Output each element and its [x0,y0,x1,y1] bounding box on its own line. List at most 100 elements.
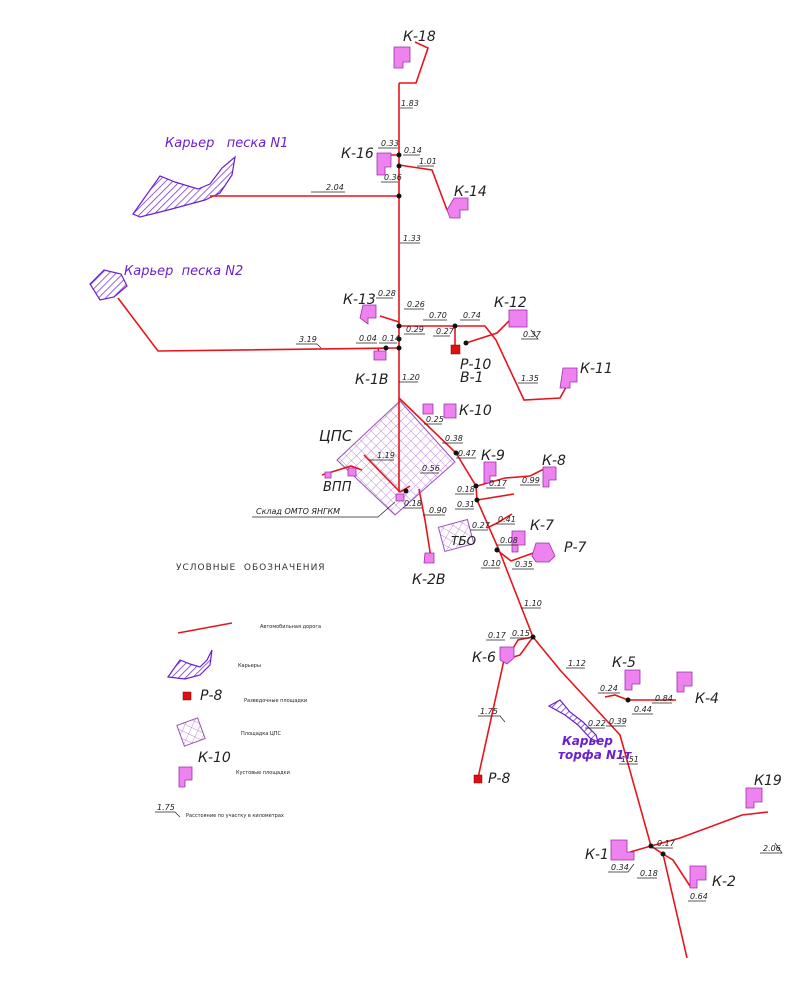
tbo-label: ТБО [451,534,476,548]
legend-pad-text: Кустовые площадки [236,770,290,776]
legend-dump-label: Р-8 [200,688,222,704]
legend-quarry-symbol [166,649,213,680]
cps-label: ЦПС [319,427,353,445]
pad-label: К-13 [343,292,376,308]
svg-text:0.33: 0.33 [381,139,399,148]
legend-distance-leader [155,811,181,818]
legend-pad-label: К-10 [198,750,231,766]
sand-quarry-2-label: Карьер песка N2 [124,264,243,279]
svg-text:0.24: 0.24 [600,684,618,693]
svg-text:0.70: 0.70 [429,311,447,320]
dump-p10 [450,344,461,355]
svg-text:0.41: 0.41 [498,515,516,524]
peat-quarry-1 [547,699,599,744]
svg-text:3.19: 3.19 [299,335,317,344]
pad-label: К-8 [542,453,566,469]
road-network [117,41,769,959]
dump-label: Р-10 [460,357,491,373]
svg-text:1.35: 1.35 [521,374,539,383]
junction-nodes [383,152,666,857]
svg-text:0.31: 0.31 [457,500,475,509]
svg-text:1.12: 1.12 [568,659,586,668]
distance-labels: 1.83 0.33 0.14 1.01 0.36 2.04 1.33 0.28 … [299,99,781,901]
svg-text:0.04: 0.04 [359,334,377,343]
svg-text:0.38: 0.38 [445,434,463,443]
svg-text:0.27: 0.27 [472,521,491,530]
svg-text:0.39: 0.39 [609,717,627,726]
svg-text:1.83: 1.83 [401,99,419,108]
sand-quarry-1 [132,155,236,218]
svg-text:0.34: 0.34 [611,863,629,872]
svg-text:0.17: 0.17 [489,479,508,488]
legend-title: УСЛОВНЫЕ ОБОЗНАЧЕНИЯ [176,563,326,573]
legend: УСЛОВНЫЕ ОБОЗНАЧЕНИЯ Автомобильная дорог… [155,563,326,819]
legend-cps-text: Площадка ЦПС [241,731,282,737]
pad-label: К-14 [454,184,487,200]
svg-text:0.08: 0.08 [500,536,518,545]
pad-label: К-11 [580,361,613,377]
svg-text:0.26: 0.26 [407,300,425,309]
pad-label: К-1 [585,847,609,863]
sand-quarry-2 [89,269,128,301]
peat-quarry-label-2: торфа N1т [558,748,632,762]
pad-label: К-6 [472,650,496,666]
pad-label: Р-7 [564,540,586,556]
svg-text:0.90: 0.90 [429,506,447,515]
pad-label: К-2В [412,572,446,588]
legend-dump-symbol [182,691,192,701]
pad-label: К-7 [530,518,554,534]
legend-road-symbol [177,622,233,634]
svg-text:0.15: 0.15 [512,629,530,638]
svg-text:0.74: 0.74 [463,311,481,320]
pad-label: К-9 [481,448,505,464]
cps-area [336,400,456,516]
leader-lines [252,107,783,902]
pad-label: К-1В [355,372,389,388]
legend-dump-text: Разведочные площадки [244,698,307,704]
svg-text:0.18: 0.18 [457,485,475,494]
svg-text:1.33: 1.33 [403,234,421,243]
peat-quarry-label-1: Карьер [562,734,613,748]
svg-text:0.27: 0.27 [436,327,455,336]
svg-text:0.99: 0.99 [522,476,540,485]
svg-text:0.22: 0.22 [588,719,606,728]
svg-text:0.18: 0.18 [404,499,422,508]
legend-distance-text: Расстояние по участку в километрах [186,813,284,819]
warehouse-label: Склад ОМТО ЯНГКМ [256,507,340,516]
pad-label: К-10 [459,403,492,419]
dump-label: В-1 [460,370,484,386]
pad-label: К-18 [403,29,436,45]
svg-text:1.01: 1.01 [419,157,437,166]
svg-text:0.17: 0.17 [657,839,676,848]
svg-text:0.64: 0.64 [690,892,708,901]
svg-text:0.14: 0.14 [404,146,422,155]
pad-label: К-12 [494,295,527,311]
svg-text:1.51: 1.51 [621,755,639,764]
legend-road-text: Автомобильная дорога [260,624,321,630]
svg-text:1.20: 1.20 [402,373,420,382]
svg-text:1.19: 1.19 [377,451,395,460]
legend-cps-symbol [176,717,206,747]
svg-text:0.44: 0.44 [634,705,652,714]
svg-text:0.35: 0.35 [515,560,533,569]
sand-quarry-1-label: Карьер песка N1 [165,136,288,151]
svg-text:0.28: 0.28 [378,289,396,298]
well-pads [324,46,763,889]
legend-pad-symbol [178,766,193,788]
dump-p8 [473,774,483,784]
svg-text:0.37: 0.37 [523,330,542,339]
svg-text:0.29: 0.29 [406,325,424,334]
svg-text:0.56: 0.56 [422,464,440,473]
svg-text:2.04: 2.04 [326,183,344,192]
pad-label: К-4 [695,691,719,707]
svg-text:1.10: 1.10 [524,599,542,608]
pad-label: К-2 [712,874,736,890]
svg-text:0.14: 0.14 [382,334,400,343]
svg-text:0.47: 0.47 [458,449,477,458]
pad-label: К19 [754,773,782,789]
svg-text:0.25: 0.25 [426,415,444,424]
svg-text:0.18: 0.18 [640,869,658,878]
dump-label: Р-8 [488,771,510,787]
legend-distance-sample: 1.75 [157,803,175,812]
